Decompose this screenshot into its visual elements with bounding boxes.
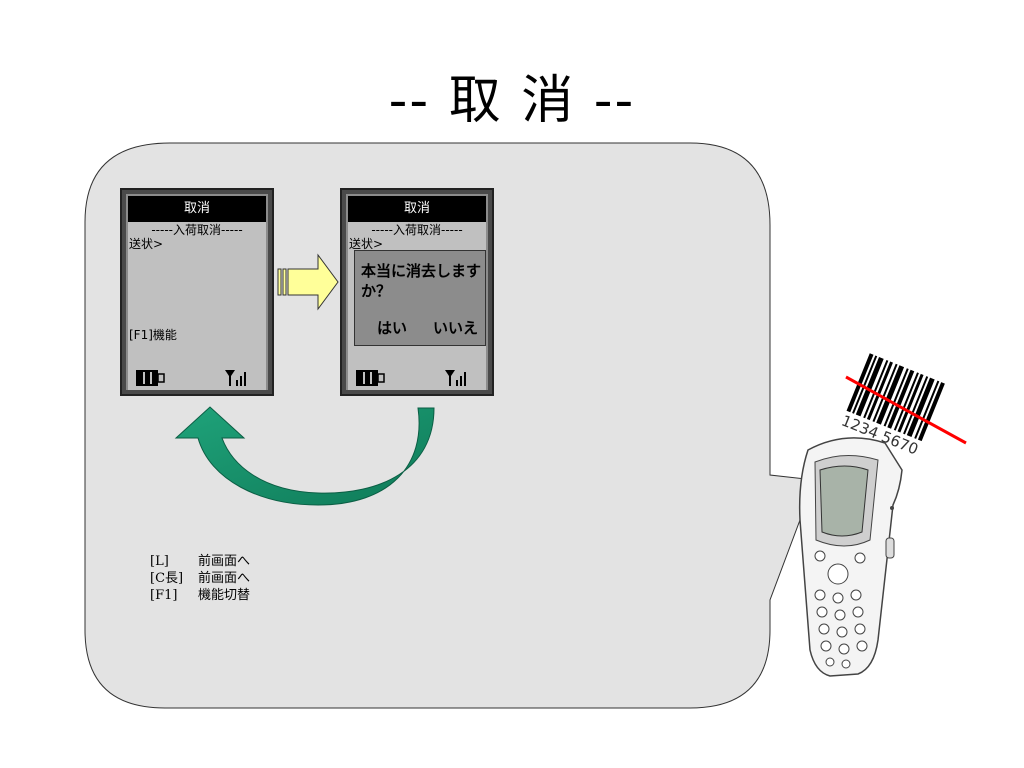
handheld-scanner-icon xyxy=(798,437,903,677)
no-option[interactable]: いいえ xyxy=(433,319,479,337)
screen-header: 取消 xyxy=(128,196,266,222)
lcd-display: 取消 -----入荷取消----- 送状> [F1]機能 xyxy=(128,196,266,390)
legend-key: [C長] xyxy=(150,571,184,586)
invoice-field-label: 送状> xyxy=(129,237,164,251)
forward-arrow-icon xyxy=(277,253,339,311)
legend-row: [L] 前画面へ xyxy=(150,553,250,570)
lcd-display: 取消 -----入荷取消----- 送状> 本当に消去しますか？ はい いいえ xyxy=(348,196,486,390)
legend-text: 前画面へ xyxy=(198,571,251,586)
battery-icon xyxy=(136,370,165,386)
screen-confirm: 取消 -----入荷取消----- 送状> 本当に消去しますか？ はい いいえ xyxy=(340,188,494,396)
yes-option[interactable]: はい xyxy=(377,319,408,337)
screen-cancel: 取消 -----入荷取消----- 送状> [F1]機能 xyxy=(120,188,274,396)
page-title: -- 取 消 -- xyxy=(388,71,636,131)
signal-icon xyxy=(225,370,246,386)
legend-key: [L] xyxy=(150,554,169,569)
scan-line xyxy=(845,375,967,445)
screen-subtitle: -----入荷取消----- xyxy=(151,223,243,237)
legend-row: [F1] 機能切替 xyxy=(150,587,250,604)
screen-subtitle: -----入荷取消----- xyxy=(371,223,463,237)
screen-header: 取消 xyxy=(348,196,486,222)
legend-text: 前画面へ xyxy=(198,554,251,569)
battery-icon xyxy=(356,370,385,386)
function-hint: [F1]機能 xyxy=(129,328,177,342)
return-arrow-icon xyxy=(174,406,435,506)
legend-key: [F1] xyxy=(150,588,178,603)
invoice-field-label: 送状> xyxy=(349,237,384,251)
signal-icon xyxy=(445,370,466,386)
key-legend: [L] 前画面へ [C長] 前画面へ [F1] 機能切替 xyxy=(150,553,250,604)
legend-row: [C長] 前画面へ xyxy=(150,570,250,587)
legend-text: 機能切替 xyxy=(198,588,251,603)
dialog-message: 本当に消去しますか？ xyxy=(361,262,482,300)
confirm-dialog: 本当に消去しますか？ はい いいえ xyxy=(354,250,486,346)
